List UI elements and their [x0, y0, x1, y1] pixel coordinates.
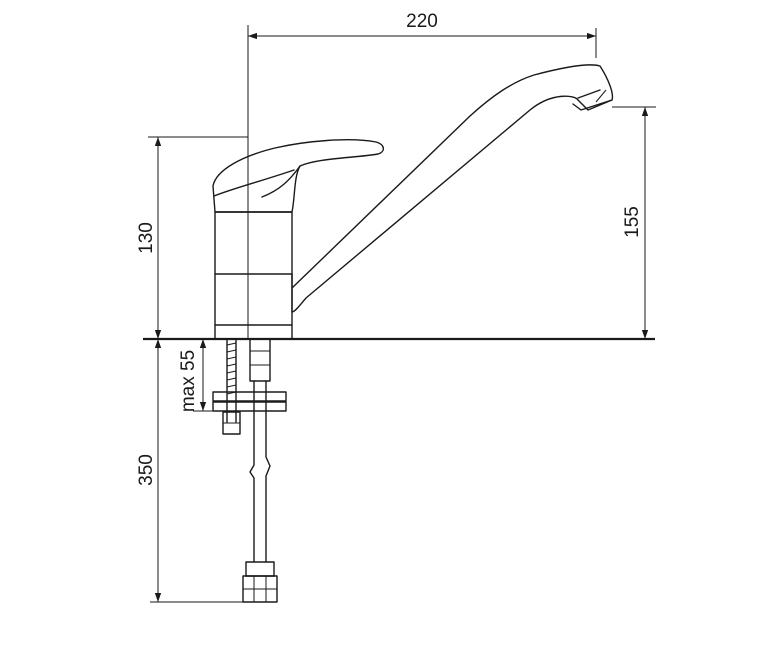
dimension-max-55: max 55: [178, 339, 213, 412]
dimension-label-130: 130: [136, 222, 157, 254]
spout: [291, 64, 614, 313]
dimension-220: 220: [248, 11, 597, 58]
flexible-hose: [242, 338, 278, 603]
dimension-155: 155: [612, 106, 656, 339]
dimension-label-max-55: max 55: [178, 350, 199, 412]
threaded-rod: [222, 338, 241, 435]
dimension-label-350: 350: [136, 454, 157, 486]
dimension-label-155: 155: [622, 206, 643, 238]
faucet-body: [214, 211, 293, 340]
dimension-130: 130: [136, 136, 248, 339]
mounting-plate: [212, 391, 287, 412]
dimension-350: 350: [136, 339, 243, 603]
dimension-label-220: 220: [406, 11, 438, 32]
lever-handle: [212, 139, 385, 213]
